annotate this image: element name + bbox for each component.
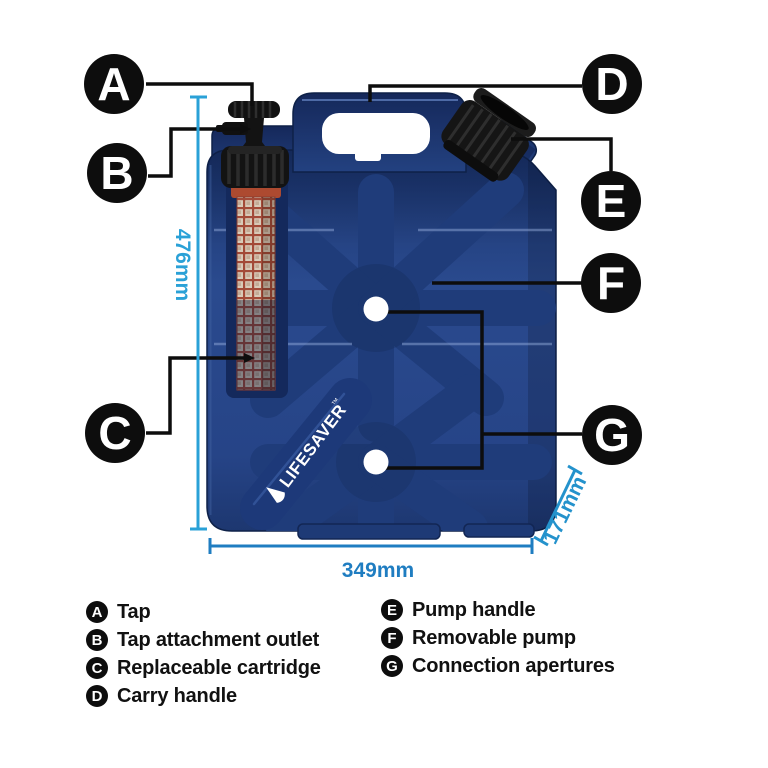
legend-badge-e: E xyxy=(381,599,403,621)
svg-text:F: F xyxy=(597,257,625,309)
callout-f: F xyxy=(581,253,641,313)
legend-item-tap-attachment-outlet: B Tap attachment outlet xyxy=(86,626,321,654)
legend-item-carry-handle: D Carry handle xyxy=(86,682,321,710)
width-dimension: 349mm xyxy=(208,538,534,582)
callout-b: B xyxy=(87,143,147,203)
callout-c: C xyxy=(85,403,145,463)
legend-item-pump-handle: E Pump handle xyxy=(381,596,615,624)
legend-item-removable-pump: F Removable pump xyxy=(381,624,615,652)
svg-text:D: D xyxy=(595,58,628,110)
connection-aperture-bottom xyxy=(363,449,389,475)
legend-label-replaceable-cartridge: Replaceable cartridge xyxy=(117,656,321,679)
svg-text:A: A xyxy=(97,58,130,110)
height-dimension: 476mm xyxy=(171,95,207,531)
callout-line-g xyxy=(380,310,582,470)
svg-text:C: C xyxy=(98,407,131,459)
connection-aperture-top xyxy=(363,296,389,322)
legend-badge-f: F xyxy=(381,627,403,649)
callout-line-e xyxy=(511,137,613,171)
callout-line-b xyxy=(148,127,240,178)
callout-d: D xyxy=(582,54,642,114)
legend-item-tap: A Tap xyxy=(86,598,321,626)
legend-badge-a: A xyxy=(86,601,108,623)
legend-label-connection-apertures: Connection apertures xyxy=(412,654,615,677)
callout-g: G xyxy=(582,405,642,465)
legend-badge-b: B xyxy=(86,629,108,651)
legend-label-tap: Tap xyxy=(117,600,151,623)
height-dimension-label: 476mm xyxy=(171,229,194,301)
lifesaver-droplet-icon xyxy=(266,487,285,503)
pump-handle-cap xyxy=(441,88,536,182)
legend-badge-c: C xyxy=(86,657,108,679)
width-dimension-label: 349mm xyxy=(342,559,414,582)
carry-handle-cutout xyxy=(322,113,430,154)
legend-badge-d: D xyxy=(86,685,108,707)
callout-line-a xyxy=(146,82,254,106)
callout-lines xyxy=(146,82,613,470)
legend-right-column: E Pump handle F Removable pump G Connect… xyxy=(381,596,615,680)
legend-label-tap-attachment-outlet: Tap attachment outlet xyxy=(117,628,320,651)
callout-e: E xyxy=(581,171,641,231)
callout-line-c xyxy=(146,356,244,435)
legend-label-pump-handle: Pump handle xyxy=(412,598,536,621)
callout-a: A xyxy=(84,54,144,114)
legend-label-removable-pump: Removable pump xyxy=(412,626,576,649)
legend-item-replaceable-cartridge: C Replaceable cartridge xyxy=(86,654,321,682)
svg-text:G: G xyxy=(594,409,630,461)
logo-trademark: ™ xyxy=(330,396,342,408)
replaceable-cartridge xyxy=(226,148,288,398)
svg-text:B: B xyxy=(100,147,133,199)
legend-badge-g: G xyxy=(381,655,403,677)
svg-text:E: E xyxy=(596,175,627,227)
molded-star-pattern xyxy=(240,172,556,531)
legend-item-connection-apertures: G Connection apertures xyxy=(381,652,615,680)
legend-left-column: A Tap B Tap attachment outlet C Replacea… xyxy=(86,598,321,710)
base-feet xyxy=(297,523,535,540)
callout-line-d xyxy=(368,84,582,102)
legend-label-carry-handle: Carry handle xyxy=(117,684,237,707)
logo-arm xyxy=(240,378,372,530)
